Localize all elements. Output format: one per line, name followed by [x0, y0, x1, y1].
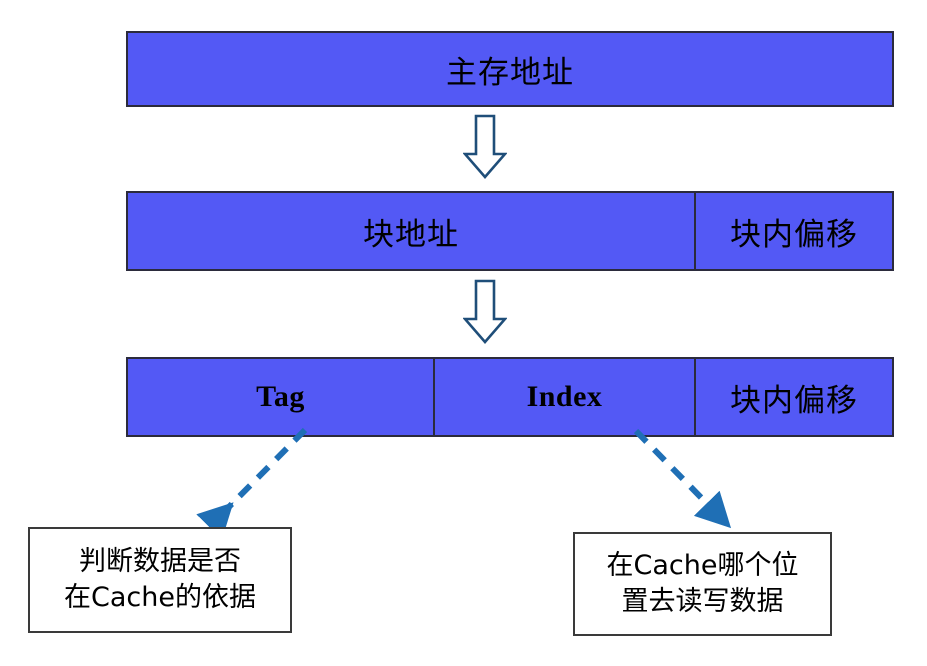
- field-block-offset-row3: 块内偏移: [694, 359, 892, 435]
- field-index: Index: [433, 359, 694, 435]
- tag-index-offset-bar: Tag Index 块内偏移: [126, 357, 894, 437]
- tag-note-line-1: 判断数据是否: [79, 546, 241, 578]
- field-block-offset-row2: 块内偏移: [694, 193, 892, 269]
- field-block-address: 块地址: [363, 216, 459, 253]
- index-note-line-1: 在Cache哪个位: [606, 550, 799, 582]
- down-arrow-1-icon: [463, 114, 507, 179]
- down-arrow-2-icon: [463, 279, 507, 344]
- index-connector-arrow-icon: [633, 428, 732, 529]
- tag-note-box: 判断数据是否 在Cache的依据: [28, 527, 292, 633]
- index-note-box: 在Cache哪个位 置去读写数据: [573, 532, 832, 636]
- block-address-bar: 块地址 块内偏移: [126, 191, 894, 271]
- field-tag: Tag: [256, 380, 305, 413]
- field-main-address: 主存地址: [446, 54, 574, 91]
- main-address-bar: 主存地址: [126, 31, 894, 107]
- tag-connector-arrow-icon: [196, 427, 308, 535]
- tag-note-line-2: 在Cache的依据: [64, 582, 256, 613]
- index-note-line-2: 置去读写数据: [621, 586, 784, 617]
